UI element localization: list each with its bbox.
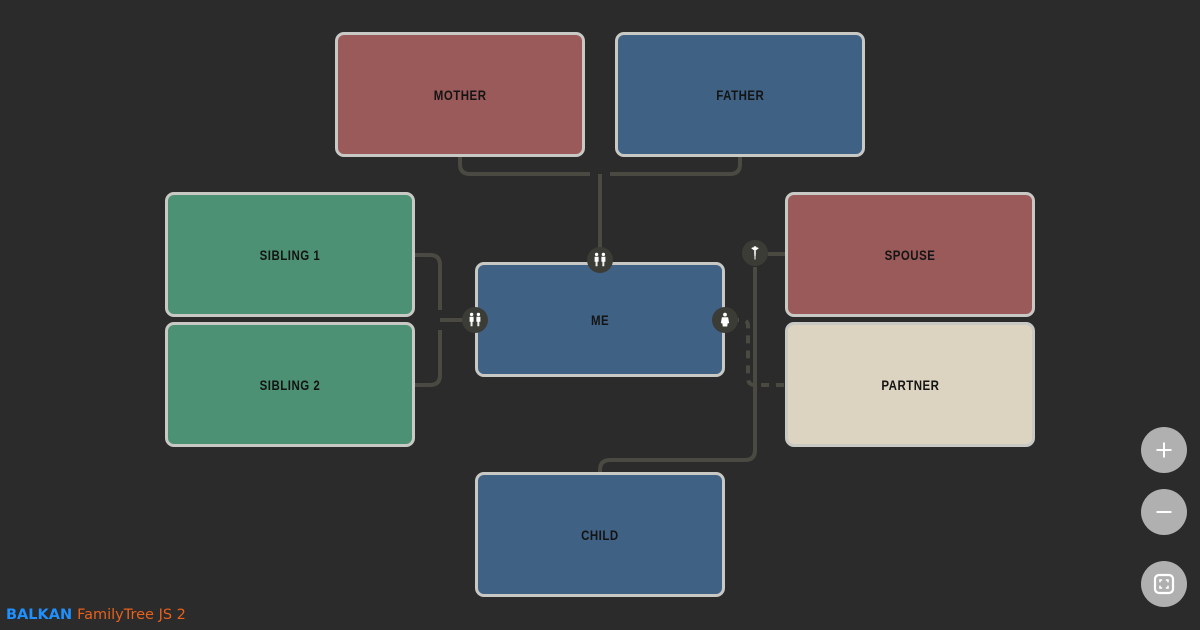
node-me[interactable]: ME: [475, 262, 725, 377]
node-label: MOTHER: [433, 86, 487, 103]
node-mother[interactable]: MOTHER: [335, 32, 585, 157]
fit-to-screen-button[interactable]: [1141, 561, 1187, 607]
plus-icon: [1152, 438, 1176, 462]
couple-icon: [591, 251, 609, 269]
node-label: FATHER: [715, 86, 765, 103]
node-label: CHILD: [581, 526, 619, 543]
node-label: SPOUSE: [884, 246, 936, 263]
node-label: ME: [590, 311, 610, 328]
node-label: SIBLING 1: [259, 246, 321, 263]
minus-icon: [1152, 500, 1176, 524]
add-siblings-badge[interactable]: [462, 307, 488, 333]
link-father-to-parents-bus: [610, 157, 742, 176]
node-sibling-2[interactable]: SIBLING 2: [165, 322, 415, 447]
node-label: SIBLING 2: [259, 376, 321, 393]
watermark-brand: BALKAN: [6, 607, 73, 623]
node-father[interactable]: FATHER: [615, 32, 865, 157]
node-sibling-1[interactable]: SIBLING 1: [165, 192, 415, 317]
link-sibling2-to-bus: [415, 330, 442, 387]
add-partner-badge[interactable]: [712, 307, 738, 333]
watermark-product: FamilyTree JS 2: [77, 607, 186, 623]
fit-screen-icon: [1152, 572, 1176, 596]
spouse-link-badge[interactable]: [742, 240, 768, 266]
zoom-in-button[interactable]: [1141, 427, 1187, 473]
node-spouse[interactable]: SPOUSE: [785, 192, 1035, 317]
node-label: PARTNER: [880, 376, 940, 393]
link-sibling1-to-bus: [415, 253, 442, 310]
node-child[interactable]: CHILD: [475, 472, 725, 597]
node-partner[interactable]: PARTNER: [785, 322, 1035, 447]
single-person-icon: [716, 311, 734, 329]
zoom-out-button[interactable]: [1141, 489, 1187, 535]
link-me-to-partner-dashed: [731, 318, 785, 387]
couple-icon: [466, 311, 484, 329]
link-mother-to-parents-bus: [458, 157, 590, 176]
add-parents-badge[interactable]: [587, 247, 613, 273]
person-arms-up-icon: [746, 244, 764, 262]
